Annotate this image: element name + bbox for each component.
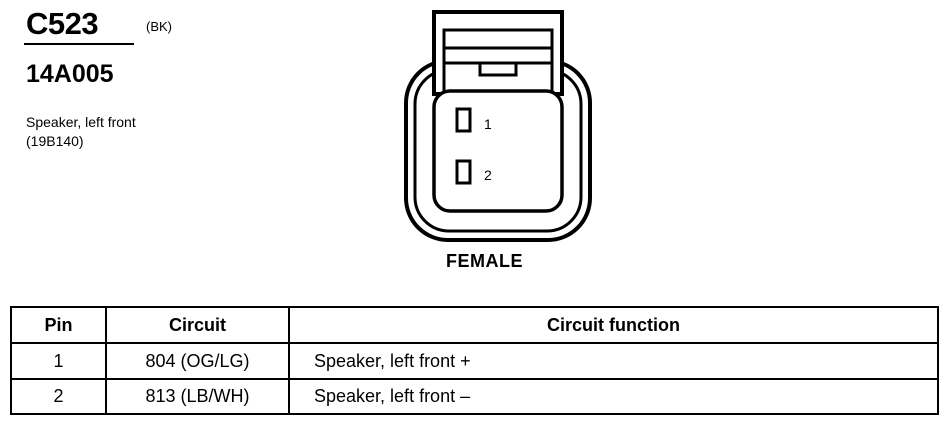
function-cell: Speaker, left front + xyxy=(288,342,939,380)
title-underline xyxy=(24,43,134,45)
circuit-cell: 813 (LB/WH) xyxy=(105,378,290,415)
table-row: 1 804 (OG/LG) Speaker, left front + xyxy=(10,342,939,380)
pin-cell: 2 xyxy=(10,378,107,415)
part-number: 14A005 xyxy=(26,60,114,88)
description-line-2: (19B140) xyxy=(26,133,84,149)
function-cell: Speaker, left front – xyxy=(288,378,939,415)
header-circuit: Circuit xyxy=(105,306,290,344)
circuit-cell: 804 (OG/LG) xyxy=(105,342,290,380)
lock-latch xyxy=(478,63,518,77)
color-code: (BK) xyxy=(146,19,172,34)
table-header-row: Pin Circuit Circuit function xyxy=(10,306,939,344)
connector-face-diagram: 1 2 xyxy=(404,10,592,242)
description: Speaker, left front (19B140) xyxy=(26,113,136,151)
table-row: 2 813 (LB/WH) Speaker, left front – xyxy=(10,378,939,415)
header-circuit-function: Circuit function xyxy=(288,306,939,344)
pinout-table: Pin Circuit Circuit function 1 804 (OG/L… xyxy=(10,306,939,415)
pin-label-1: 1 xyxy=(484,116,492,132)
header-pin: Pin xyxy=(10,306,107,344)
connector-id: C523 xyxy=(26,6,99,41)
pin-cell: 1 xyxy=(10,342,107,380)
pin-label-2: 2 xyxy=(484,167,492,183)
pin-cavity-2 xyxy=(455,159,472,185)
view-label: FEMALE xyxy=(446,251,523,271)
description-line-1: Speaker, left front xyxy=(26,114,136,130)
pin-cavity-1 xyxy=(455,107,472,133)
connector-mating-face xyxy=(432,89,564,213)
